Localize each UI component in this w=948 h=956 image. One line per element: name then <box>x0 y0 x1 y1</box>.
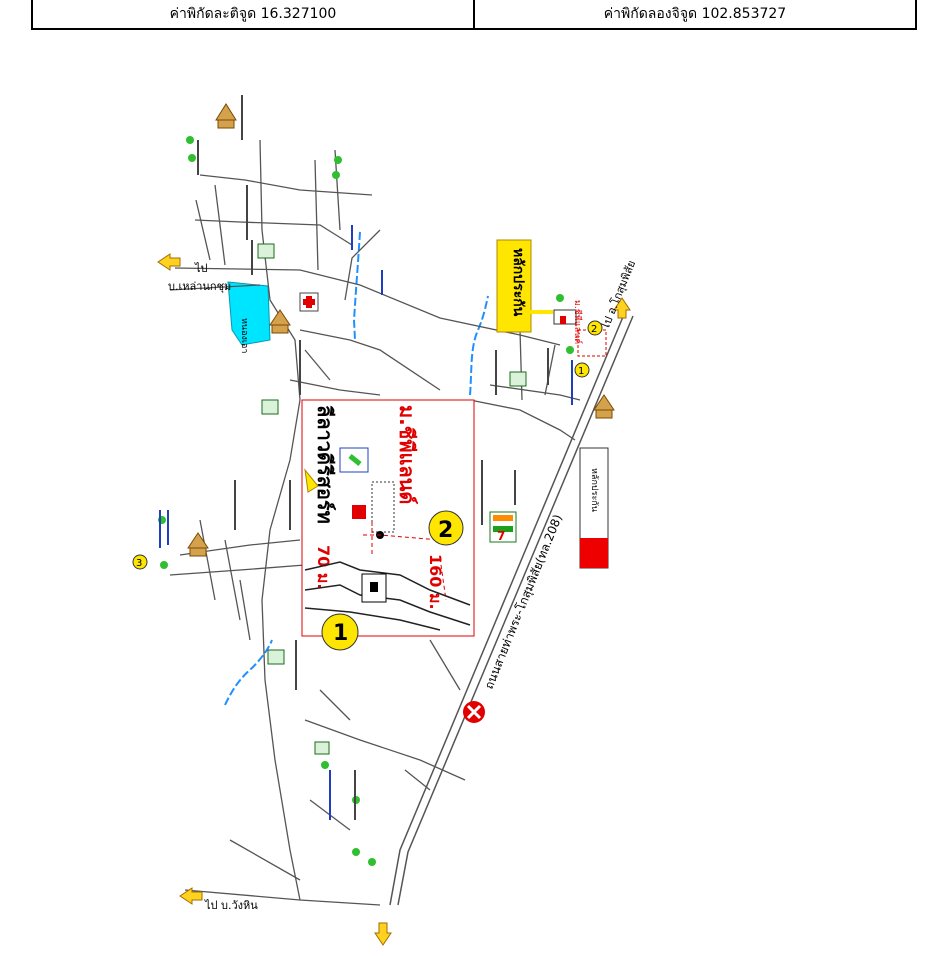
coordinates-bar: ค่าพิกัดละติจูด 16.327100 ค่าพิกัดลองจิจ… <box>31 0 917 30</box>
pond-shape <box>227 281 271 346</box>
marker-1-small: 1 <box>574 362 590 378</box>
inset-marker-1 <box>321 613 359 651</box>
arrow-bottom-left <box>179 887 203 905</box>
latitude-value: ค่าพิกัดละติจูด 16.327100 <box>169 6 337 22</box>
resort-plot-grid <box>371 481 395 533</box>
svg-text:1: 1 <box>333 621 348 646</box>
svg-text:3: 3 <box>136 558 142 569</box>
stream-west <box>224 639 273 706</box>
marker-2-small: 2 <box>587 320 603 336</box>
inset-map: ลีลาวดีรีสอร์ท ม.ชีพีแลนด์ 70 ม. 160 ม. … <box>301 399 475 651</box>
site-village-label: ม.ชีพีแลนด์ <box>572 300 584 344</box>
stream-north <box>352 231 361 341</box>
village-top-left-label: บ.เหล่านกชุม <box>168 280 231 293</box>
stream-east <box>469 295 489 396</box>
hospital-icon <box>299 292 319 312</box>
road-network <box>169 139 581 906</box>
pond-label: หนองเอา <box>239 318 249 353</box>
marker-3-small: 3 <box>132 554 148 570</box>
longitude-value: ค่าพิกัดลองจิจูด 102.853727 <box>473 0 915 28</box>
village-marker-icon <box>158 136 574 866</box>
svg-text:1: 1 <box>578 366 584 377</box>
seven-eleven-icon: 7 <box>489 511 517 543</box>
temple-icon <box>187 103 615 557</box>
highway <box>389 311 634 906</box>
school-icon <box>257 243 527 755</box>
legend-label: หลักประกัน <box>589 468 599 512</box>
arrow-top-left <box>157 253 181 271</box>
direction-arrows <box>157 253 631 946</box>
svg-text:7: 7 <box>497 529 505 543</box>
inset-village: ม.ชีพีแลนด์ <box>395 405 419 504</box>
svg-text:2: 2 <box>438 518 453 543</box>
to-wanghin-label: ไป บ.วังหิน <box>204 899 258 912</box>
streams <box>224 231 489 706</box>
legend: หลักประกัน <box>579 447 609 569</box>
arrow-top-right <box>613 297 631 319</box>
inset-title: ลีลาวดีรีสอร์ท <box>313 405 337 524</box>
place-label-lines <box>159 95 573 820</box>
to-kosum-label: ไป อ.โกสุมพิสัย <box>597 258 638 332</box>
site-area-top-right: ม.ชีพีแลนด์ <box>553 300 607 357</box>
inset-marker-2 <box>428 510 464 546</box>
benchmark-sign: หลักประกัน <box>496 239 553 333</box>
distance-160-label: 160 ม. <box>426 554 445 610</box>
arrow-bottom <box>374 922 392 946</box>
gas-station-icon <box>463 701 485 723</box>
distance-70-label: 70 ม. <box>314 545 333 589</box>
to-top-label: ไป <box>194 262 208 275</box>
resort-benchmark-marker <box>352 505 366 519</box>
benchmark-sign-text: หลักประกัน <box>510 248 526 317</box>
svg-text:2: 2 <box>591 324 597 335</box>
